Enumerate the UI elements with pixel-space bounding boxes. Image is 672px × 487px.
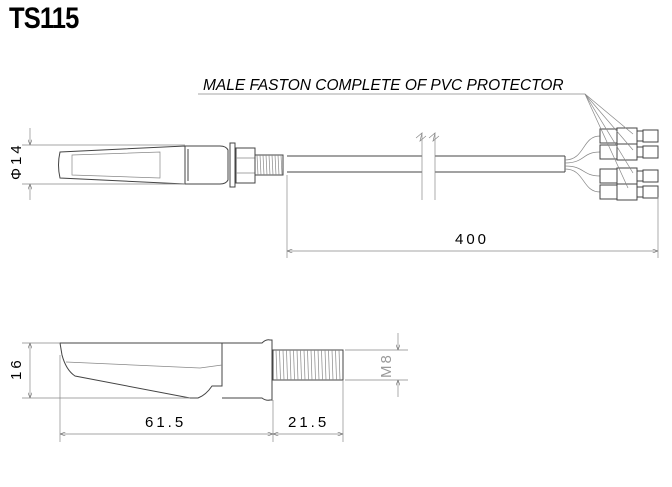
length-dimension-400: 400 [286,175,659,258]
thread-label: M8 [378,353,395,378]
body-length-label: 61.5 [145,414,186,431]
faston-connector [599,167,659,185]
faston-note: MALE FASTON COMPLETE OF PVC PROTECTOR [203,77,564,94]
drawing-title: TS115 [9,2,79,35]
indicator-body-side [59,339,344,401]
diameter-label: Φ14 [8,142,25,180]
length-dimensions: 61.5 21.5 [59,355,344,442]
indicator-body-top [58,142,284,188]
height-label: 16 [8,357,25,380]
thread-length-label: 21.5 [288,414,329,431]
cable [287,132,566,200]
leader-note: MALE FASTON COMPLETE OF PVC PROTECTOR [198,77,634,189]
cable-length-label: 400 [455,231,489,248]
diameter-dimension: Φ14 [8,128,185,200]
faston-connector [599,143,659,161]
top-view: MALE FASTON COMPLETE OF PVC PROTECTOR Φ1… [8,77,659,258]
height-dimension: 16 [8,342,190,399]
side-view: 16 M8 61.5 21.5 [8,333,408,442]
thread-dimension: M8 [345,333,408,397]
faston-connector [599,183,659,201]
wires-and-connectors [564,127,659,201]
